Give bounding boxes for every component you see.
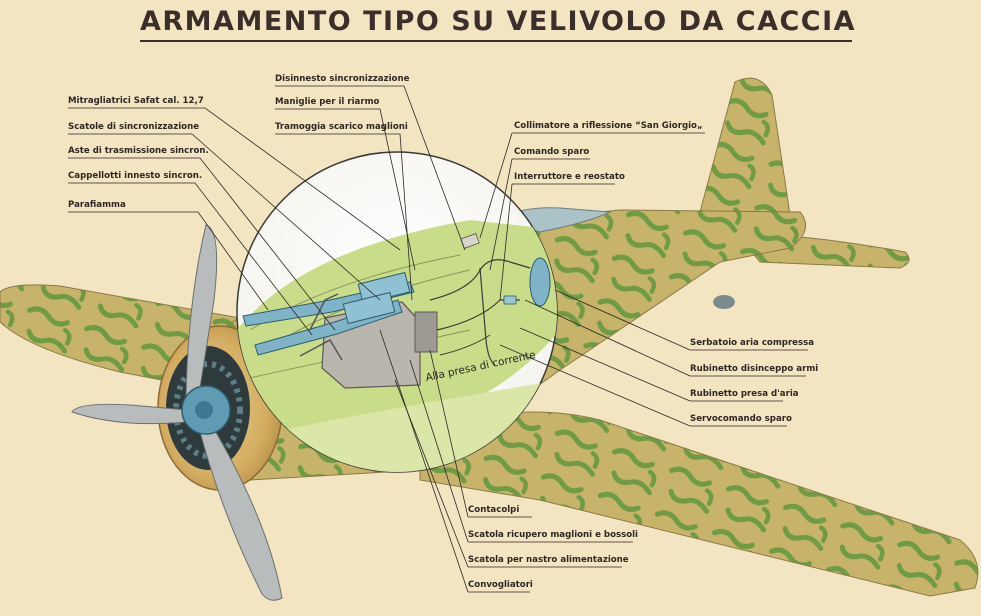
label-convogliatori: Convogliatori (468, 580, 533, 590)
label-servocomando: Servocomando sparo (690, 414, 792, 424)
label-collimatore: Collimatore a riflessione “San Giorgio„ (514, 121, 703, 131)
tail-fin (699, 77, 791, 216)
compressed-air-tank (529, 257, 551, 307)
diagram-title: ARMAMENTO TIPO SU VELIVOLO DA CACCIA (140, 6, 857, 37)
label-mitragliatrici: Mitragliatrici Safat cal. 12,7 (68, 96, 204, 106)
label-rubinetto-disinceppo: Rubinetto disinceppo armi (690, 364, 819, 374)
label-parafiamma: Parafiamma (68, 200, 126, 210)
label-scatola-nastro: Scatola per nastro alimentazione (468, 555, 629, 565)
label-aste-trasmissione: Aste di trasmissione sincron. (68, 146, 209, 156)
label-scatole-sincronizzazione: Scatole di sincronizzazione (68, 122, 200, 132)
label-tramoggia: Tramoggia scarico maglioni (275, 122, 408, 132)
label-interruttore: Interruttore e reostato (514, 172, 625, 182)
propeller-blade-lower (197, 421, 283, 601)
label-rubinetto-aria: Rubinetto presa d'aria (690, 389, 799, 399)
label-comando-sparo: Comando sparo (514, 147, 590, 157)
tail-wheel (713, 295, 735, 309)
label-serbatoio: Serbatoio aria compressa (690, 338, 815, 348)
propeller-hub-center (195, 401, 213, 419)
label-cappellotti: Cappellotti innesto sincron. (68, 171, 203, 181)
label-disinnesto: Disinnesto sincronizzazione (275, 74, 410, 84)
title-underline (140, 40, 852, 42)
label-contacolpi: Contacolpi (468, 505, 520, 515)
label-scatola-ricupero: Scatola ricupero maglioni e bossoli (468, 530, 638, 540)
engine-cylinders (173, 361, 243, 459)
machine-guns (242, 271, 415, 356)
leader-lines (68, 85, 808, 593)
label-maniglie: Maniglie per il riarmo (275, 97, 380, 107)
right-wing (419, 411, 979, 597)
